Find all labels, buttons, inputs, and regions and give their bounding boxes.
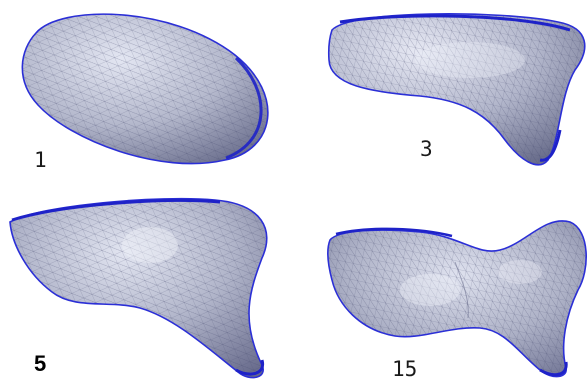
panel-5-bent-shape [9, 197, 268, 379]
panel-3-label: 3 [420, 137, 433, 161]
panel-15-label: 15 [392, 357, 418, 381]
panel-5-label: 5 [34, 351, 47, 376]
panel-1-ellipsoid [21, 13, 269, 165]
panel-3-bent-shape [327, 13, 586, 166]
panel-1-label: 1 [34, 148, 47, 172]
panel-15-bent-shape [327, 220, 587, 378]
